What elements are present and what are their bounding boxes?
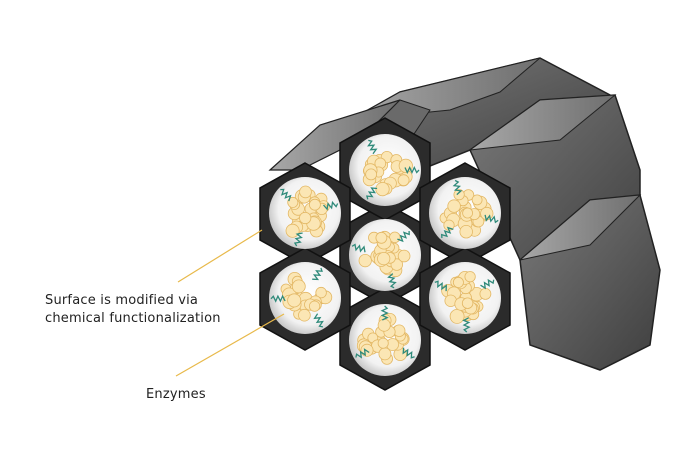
linker-chain: [366, 187, 378, 200]
linker-chain: [440, 226, 454, 239]
enzyme-bead: [308, 198, 321, 211]
linker-chain: [270, 294, 286, 303]
linker-chain: [402, 347, 415, 359]
linker-chain: [404, 165, 420, 175]
linker-chain: [323, 200, 339, 211]
surface-linkers: [270, 139, 499, 359]
channel-extrusions: [268, 57, 661, 371]
extrusion-right-upper-top: [468, 94, 617, 151]
linker-chain: [312, 267, 323, 281]
enzyme-bead: [298, 308, 311, 322]
enzyme-bead: [287, 196, 299, 208]
enzyme-bead: [299, 185, 312, 199]
enzyme-bead: [315, 286, 327, 299]
linker-chain: [397, 230, 410, 243]
enzyme-bead: [479, 287, 492, 300]
enzyme-bead: [365, 168, 378, 181]
enzyme-bead: [377, 318, 391, 332]
enzyme-bead: [464, 271, 476, 283]
enzyme-bead: [308, 300, 321, 312]
leader-line-surface: [177, 229, 263, 283]
enzyme-bead: [377, 337, 389, 349]
linker-chain: [351, 243, 366, 253]
linker-chain: [280, 188, 292, 202]
enzyme-cluster: [358, 230, 411, 278]
enzyme-bead: [287, 293, 302, 308]
linker-chain: [387, 273, 397, 289]
linker-chain: [367, 139, 378, 155]
linker-chain: [434, 280, 447, 292]
linker-chain: [484, 214, 499, 224]
enzyme-bead: [459, 224, 473, 239]
enzyme-cluster: [439, 189, 494, 239]
enzyme-cluster: [362, 151, 413, 197]
enzyme-bead: [447, 199, 461, 213]
enzyme-bead: [462, 207, 474, 219]
surface-label-line2: chemical functionalization: [45, 311, 221, 326]
surface-modification-label: Surface is modified via chemical functio…: [45, 292, 221, 328]
enzyme-cluster: [280, 271, 333, 322]
extrusion-right-lower-top: [519, 194, 642, 261]
leader-line-enzymes: [175, 313, 285, 377]
linker-chain: [313, 313, 324, 328]
enzyme-bead: [377, 252, 391, 266]
enzyme-clusters: [280, 151, 494, 365]
enzyme-bead: [452, 276, 464, 288]
linker-chain: [452, 179, 463, 196]
surface-label-line1: Surface is modified via: [45, 293, 199, 308]
enzyme-cluster: [441, 270, 492, 324]
linker-chain: [462, 317, 471, 333]
enzyme-bead: [299, 211, 312, 225]
enzyme-bead: [471, 194, 483, 206]
enzyme-cluster: [356, 312, 410, 365]
linker-chain: [480, 278, 495, 290]
enzyme-bead: [397, 249, 411, 263]
enzyme-bead: [375, 231, 388, 244]
linker-chain: [293, 232, 303, 247]
enzymes-label: Enzymes: [146, 387, 206, 402]
enzyme-bead: [358, 254, 372, 268]
enzyme-bead: [378, 347, 392, 361]
linker-chain: [380, 305, 389, 321]
enzyme-bead: [453, 189, 465, 201]
enzyme-bead: [461, 297, 474, 309]
enzyme-bead: [375, 182, 390, 197]
enzyme-bead: [285, 223, 300, 238]
enzyme-bead: [291, 279, 306, 294]
enzyme-bead: [397, 174, 410, 187]
linker-chain: [355, 348, 370, 359]
enzyme-bead: [480, 206, 494, 221]
